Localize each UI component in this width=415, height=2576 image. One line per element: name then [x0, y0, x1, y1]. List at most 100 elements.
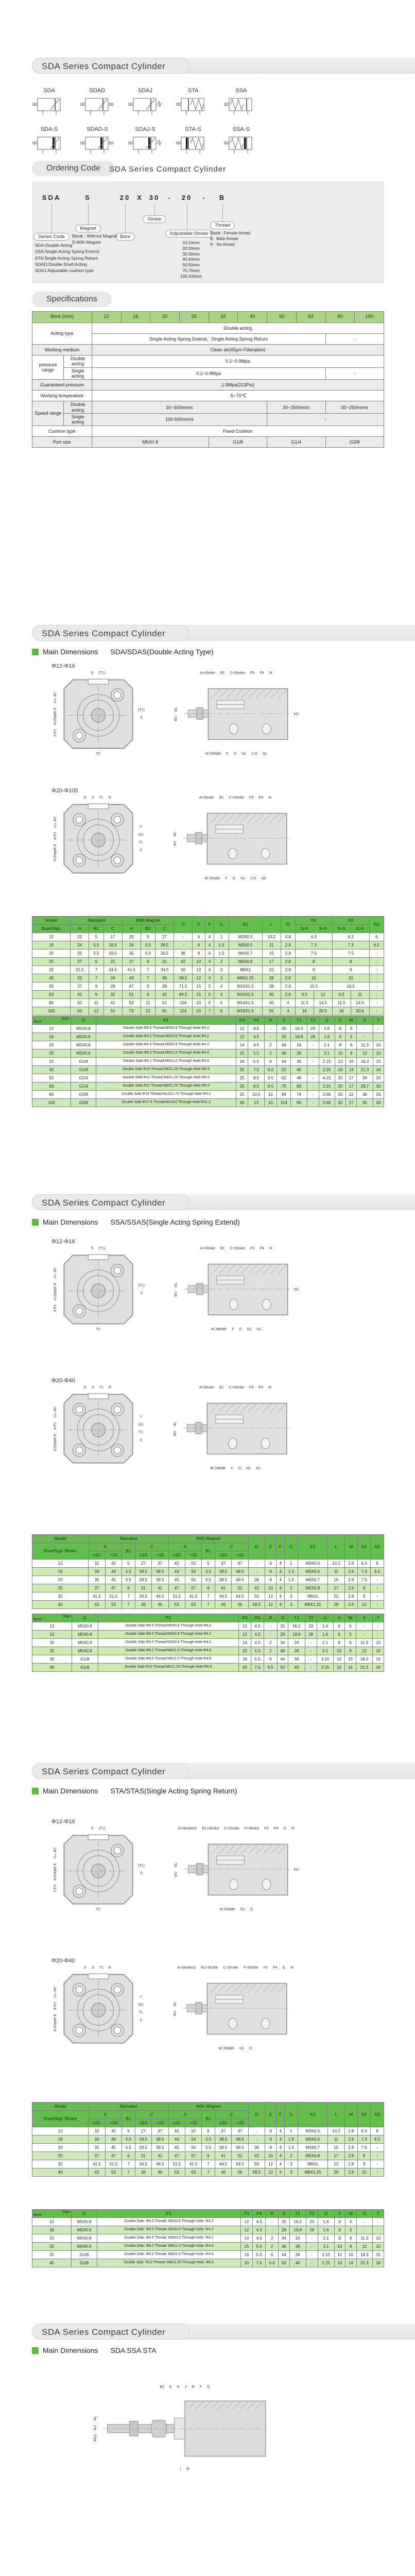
- data-cell: 7.5: [295, 949, 333, 958]
- dimension-label: P3: [249, 796, 254, 800]
- cylinder-symbol-label: SDAJ-S: [135, 126, 155, 132]
- dimension-label: T1: [139, 2011, 143, 2014]
- data-cell: 3.1: [317, 2242, 335, 2251]
- column-header: N3: [369, 916, 385, 933]
- column-header: 40: [237, 311, 268, 323]
- data-cell: 21: [103, 957, 123, 966]
- column-header: P4: [252, 2209, 266, 2218]
- dimension-label: ΦL: [174, 707, 178, 712]
- data-cell: 6: [345, 2234, 357, 2243]
- data-cell: 42: [248, 1584, 266, 1592]
- column-header: G: [284, 2102, 298, 2127]
- column-header: >10: [105, 2119, 123, 2127]
- data-cell: 5: [201, 2127, 215, 2136]
- column-header: T2: [304, 1614, 317, 1622]
- data-cell: M5X0.8: [71, 1630, 98, 1639]
- data-cell: -: [174, 941, 193, 950]
- section-title: SDA Series Compact Cylinder: [32, 625, 190, 641]
- data-cell: 40: [32, 2259, 72, 2267]
- column-header: N1: [295, 916, 333, 925]
- data-cell: 42: [168, 1559, 185, 1568]
- column-header: X: [356, 2209, 373, 2218]
- data-cell: 15: [238, 1647, 251, 1655]
- column-header: 100: [354, 311, 384, 323]
- code-series: SDA: [42, 194, 61, 201]
- data-cell: 32: [32, 1655, 72, 1664]
- data-cell: 57: [184, 1584, 202, 1592]
- specifications-badge: Specifications: [32, 292, 112, 307]
- data-cell: 5: [345, 2217, 357, 2226]
- data-cell: -: [370, 1600, 384, 1609]
- data-cell: 16: [32, 1630, 72, 1639]
- data-cell: Double Side:Φ11 Thread:M8X1.25 Through H…: [96, 1082, 236, 1091]
- data-cell: -: [305, 2250, 318, 2259]
- main-dimensions-heading: Main Dimensions SSA/SSAS(Single Acting S…: [32, 1218, 240, 1226]
- dimension-label: S: [140, 1438, 142, 1442]
- data-cell: Working temperature: [32, 390, 92, 402]
- data-cell: 37: [151, 2127, 169, 2136]
- column-header: N1: [357, 2102, 371, 2127]
- data-cell: M5X0.8: [70, 1049, 97, 1058]
- data-cell: 12: [31, 2127, 89, 2136]
- dimension-label: S: [91, 671, 94, 675]
- data-cell: 27: [134, 1559, 152, 1568]
- data-cell: 10: [332, 974, 370, 982]
- section-header-bar: SDA Series Compact Cylinder: [32, 1763, 415, 1779]
- data-cell: 11.3: [356, 2234, 373, 2243]
- column-header: T2: [305, 2209, 318, 2218]
- data-cell: 6.3: [357, 2127, 371, 2136]
- data-cell: 12: [140, 1007, 156, 1015]
- data-cell: 10: [344, 1655, 356, 1664]
- data-cell: Double acting: [63, 355, 92, 368]
- data-cell: 23: [305, 2217, 318, 2226]
- cylinder-symbol-label: STA: [187, 88, 199, 94]
- dimension-label: (T1): [138, 1864, 145, 1868]
- data-cell: 35: [88, 2143, 106, 2152]
- data-cell: 6: [201, 2151, 215, 2160]
- data-cell: 6: [264, 1057, 278, 1066]
- data-cell: M5X0.8: [71, 2242, 98, 2251]
- data-cell: Double Side:Φ6.5 Thread:M5X0.8 Through H…: [96, 1041, 236, 1049]
- data-cell: -: [248, 1567, 266, 1576]
- data-cell: 8: [357, 2151, 371, 2160]
- dimension-label: G: [283, 1827, 286, 1831]
- dimension-label: N1: [239, 2047, 244, 2050]
- data-cell: Guaranteed pressure: [32, 379, 92, 391]
- data-cell: -: [174, 933, 193, 941]
- data-cell: M8X1.25: [297, 1600, 328, 1609]
- data-cell: 38.5: [214, 2135, 232, 2144]
- data-cell: 11: [89, 998, 104, 1007]
- data-cell: 12: [265, 2168, 277, 2177]
- data-cell: 9.5: [295, 990, 314, 999]
- data-cell: 3.15: [318, 1082, 335, 1091]
- data-cell: -: [306, 1082, 319, 1091]
- data-cell: 38.5: [151, 2135, 169, 2144]
- side-view-drawing: [183, 812, 289, 865]
- dimension-label: M: [268, 1386, 271, 1389]
- data-cell: 39.5: [151, 1575, 169, 1584]
- data-cell: 22: [327, 2160, 345, 2168]
- dimension-label: ΦV: [94, 2425, 97, 2430]
- data-cell: 46: [151, 2168, 169, 2177]
- column-header: U: [316, 1614, 334, 1622]
- data-cell: 2.8: [344, 2160, 358, 2168]
- data-cell: 52: [184, 1559, 202, 1568]
- data-cell: G3/8: [325, 436, 385, 448]
- data-cell: 6: [370, 1559, 384, 1568]
- data-cell: 2.8: [280, 949, 296, 958]
- data-cell: 2: [264, 1638, 278, 1647]
- data-cell: 12: [192, 965, 205, 974]
